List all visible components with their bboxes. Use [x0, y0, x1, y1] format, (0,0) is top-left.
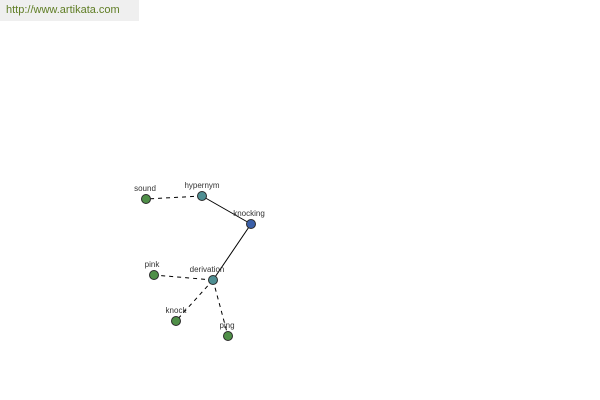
- node-ping[interactable]: ping: [219, 321, 235, 341]
- node-dot-derivation[interactable]: [208, 275, 218, 285]
- node-pink[interactable]: pink: [145, 260, 161, 280]
- node-label-hypernym[interactable]: hypernym: [184, 181, 219, 190]
- edge-derivation-ping: [212, 279, 229, 337]
- node-label-derivation[interactable]: derivation: [190, 265, 225, 274]
- node-dot-ping[interactable]: [223, 331, 233, 341]
- node-dot-knocking[interactable]: [246, 219, 256, 229]
- node-label-sound[interactable]: sound: [134, 184, 156, 193]
- node-dot-hypernym[interactable]: [197, 191, 207, 201]
- edge-knocking-derivation: [212, 223, 252, 281]
- graph-edges: [145, 195, 252, 337]
- edge-knocking-hypernym: [201, 195, 252, 225]
- node-knocking[interactable]: knocking: [233, 209, 265, 229]
- edge-hypernym-sound: [145, 195, 203, 200]
- node-label-pink[interactable]: pink: [145, 260, 161, 269]
- node-derivation[interactable]: derivation: [190, 265, 225, 285]
- node-dot-pink[interactable]: [149, 270, 159, 280]
- edge-derivation-pink: [153, 274, 214, 281]
- site-url[interactable]: http://www.artikata.com: [0, 0, 139, 21]
- node-label-knocking[interactable]: knocking: [233, 209, 265, 218]
- node-sound[interactable]: sound: [134, 184, 156, 204]
- node-dot-knock[interactable]: [171, 316, 181, 326]
- graph-nodes: knocking hypernym derivation sound pink knock…: [134, 181, 265, 341]
- node-knock[interactable]: knock: [166, 306, 188, 326]
- node-dot-sound[interactable]: [141, 194, 151, 204]
- node-hypernym[interactable]: hypernym: [184, 181, 220, 201]
- node-label-ping[interactable]: ping: [219, 321, 234, 330]
- edge-derivation-knock: [175, 279, 214, 322]
- node-label-knock[interactable]: knock: [166, 306, 188, 315]
